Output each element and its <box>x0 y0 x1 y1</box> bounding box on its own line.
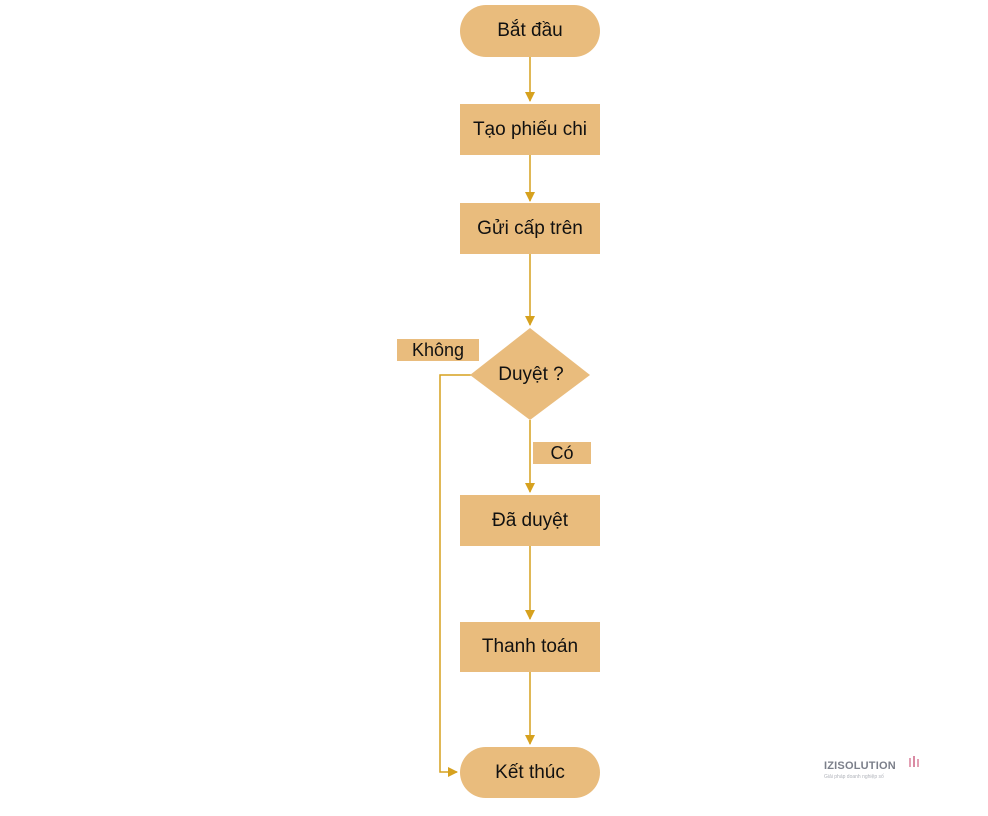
decision-label: Duyệt ? <box>498 364 564 385</box>
approved-node: Đã duyệt <box>460 495 600 546</box>
create-voucher-label: Tạo phiếu chi <box>472 118 588 140</box>
send-superior-node: Gửi cấp trên <box>460 203 600 254</box>
watermark-tagline: Giải pháp doanh nghiệp số <box>824 774 884 780</box>
label-no: Không <box>397 339 479 361</box>
decision-diamond <box>470 328 590 420</box>
watermark-text: IZISOLUTION <box>824 760 896 772</box>
logo-mark-icon <box>909 756 919 767</box>
create-voucher-node: Tạo phiếu chi <box>460 104 600 155</box>
label-yes: Có <box>533 442 591 464</box>
start-node: Bắt đầu <box>460 5 600 57</box>
payment-node: Thanh toán <box>460 622 600 672</box>
start-label: Bắt đầu <box>497 20 563 41</box>
payment-label: Thanh toán <box>481 636 579 657</box>
end-node: Kết thúc <box>460 747 600 798</box>
end-label: Kết thúc <box>495 761 565 783</box>
approved-label: Đã duyệt <box>491 509 569 531</box>
izisolution-logo: IZISOLUTION Giải pháp doanh nghiệp số <box>824 756 924 782</box>
arrow-decision-no-to-end <box>439 374 472 777</box>
send-superior-label: Gửi cấp trên <box>477 217 583 239</box>
